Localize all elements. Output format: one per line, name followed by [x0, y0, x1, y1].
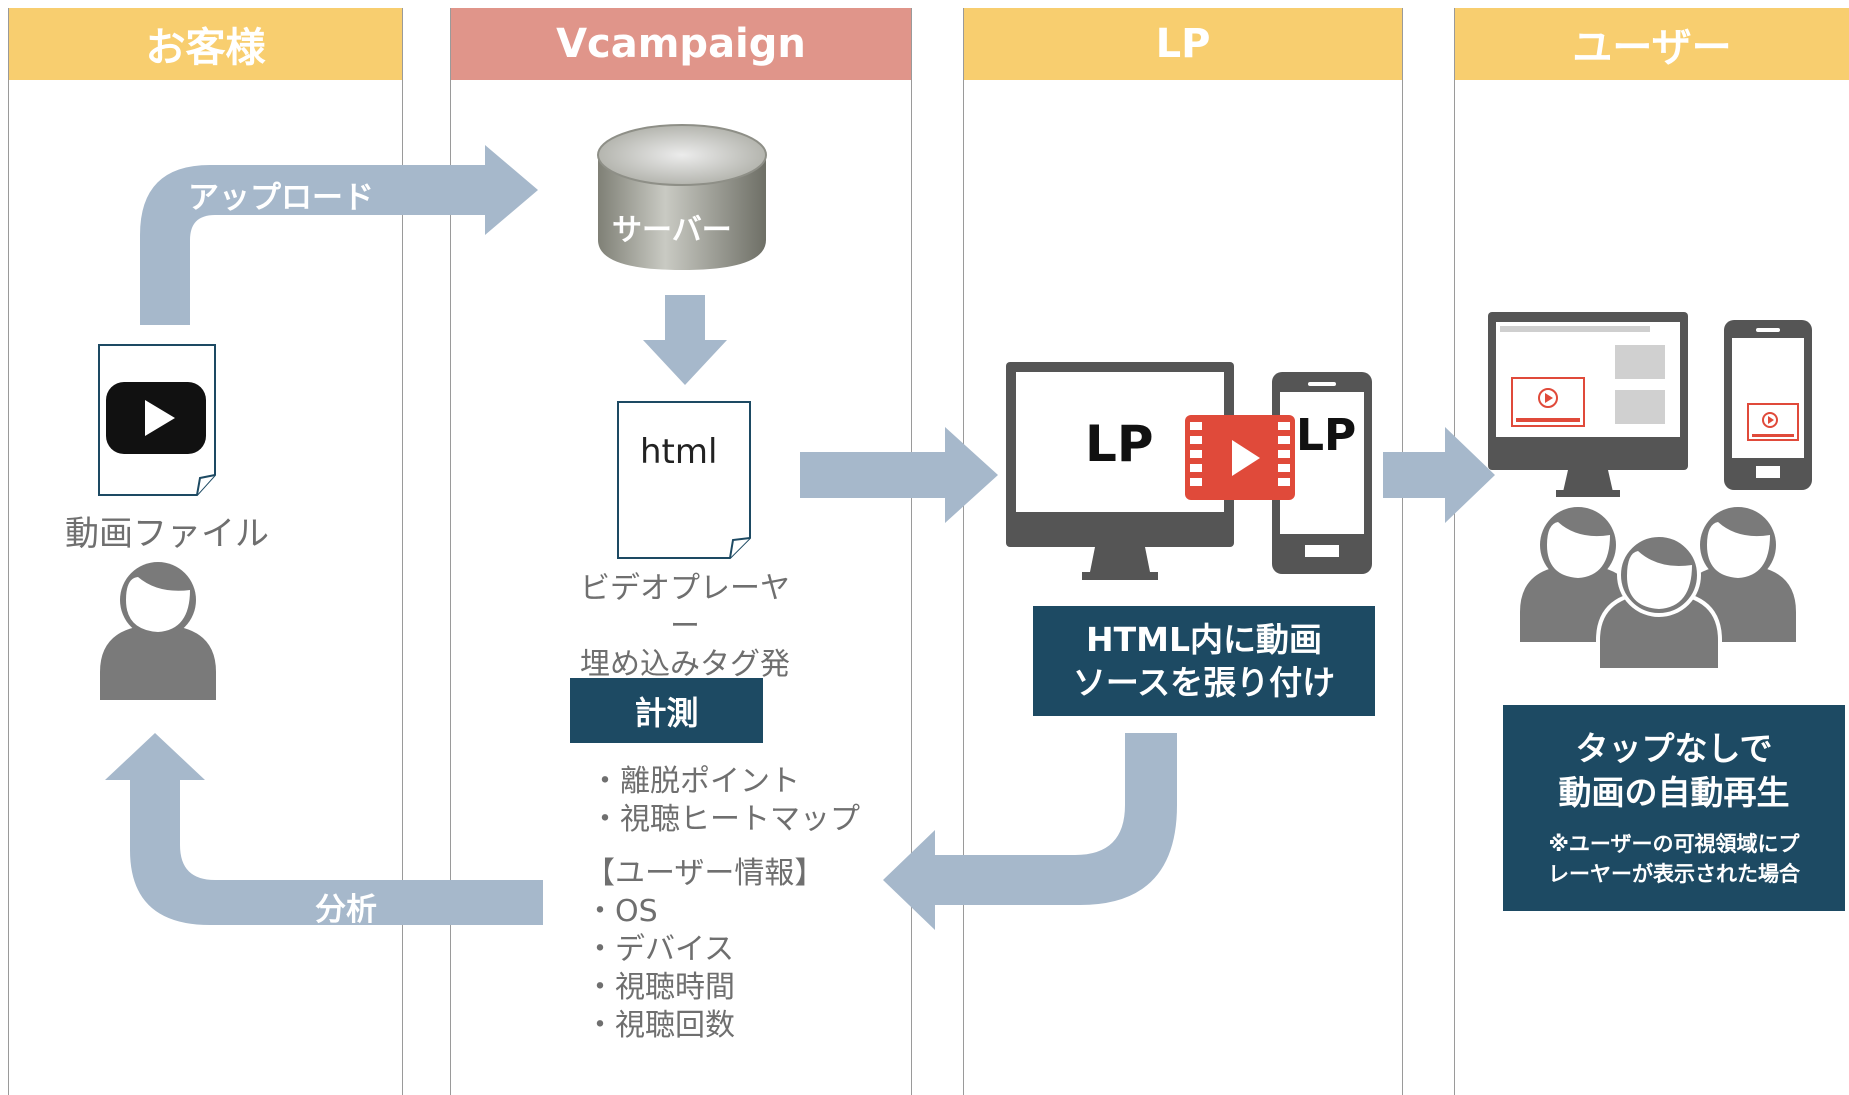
lp-to-user-arrow	[1383, 427, 1495, 523]
measure-item: ・視聴ヒートマップ	[590, 802, 860, 837]
measure-title-box: 計測	[570, 678, 763, 743]
lane-lp: LP	[963, 8, 1403, 1095]
lane-header-lp: LP	[964, 8, 1402, 80]
lane-customer: お客様	[8, 8, 403, 1095]
user-monitor-icon	[1488, 312, 1688, 497]
user-info-item: ・OS	[585, 894, 658, 929]
upload-label: アップロード	[188, 180, 374, 216]
lane-header-user: ユーザー	[1455, 8, 1849, 80]
autoplay-line2: 動画の自動再生	[1558, 773, 1790, 812]
user-info-item: ・視聴時間	[585, 970, 735, 1005]
analysis-label: 分析	[315, 892, 377, 928]
paste-source-box: HTML内に動画 ソースを張り付け	[1033, 606, 1375, 716]
measure-items: ・離脱ポイント ・視聴ヒートマップ	[590, 763, 860, 839]
video-file-icon	[98, 344, 216, 496]
tag-issue-text: ビデオプレーヤー 埋め込みタグ発行	[570, 570, 800, 722]
html-document-label: html	[640, 432, 718, 472]
html-to-lp-arrow	[800, 427, 998, 523]
lane-header-vcampaign: Vcampaign	[451, 8, 911, 80]
user-info-item: ・視聴回数	[585, 1008, 735, 1043]
video-film-icon	[1185, 415, 1295, 500]
measure-item: ・離脱ポイント	[590, 764, 800, 799]
autoplay-note-line1: ※ユーザーの可視領域にプ	[1548, 832, 1800, 856]
autoplay-line1: タップなしで	[1575, 729, 1773, 768]
user-phone-icon	[1724, 320, 1812, 490]
user-info-block: 【ユーザー情報】 ・OS ・デバイス ・視聴時間 ・視聴回数	[585, 855, 824, 1045]
lp-monitor-label: LP	[1085, 415, 1154, 473]
paste-source-line2: ソースを張り付け	[1072, 663, 1336, 702]
html-document-icon	[617, 401, 751, 559]
autoplay-box: タップなしで 動画の自動再生 ※ユーザーの可視領域にプ レーヤーが表示された場合	[1503, 705, 1845, 911]
server-icon	[597, 124, 767, 270]
users-group-icon	[1520, 507, 1796, 672]
lane-header-customer: お客様	[9, 8, 402, 80]
lp-to-measure-arrow	[883, 733, 1177, 930]
video-file-label: 動画ファイル	[65, 514, 269, 554]
lane-user: ユーザー	[1454, 8, 1849, 1095]
server-label: サーバー	[612, 213, 732, 248]
autoplay-note-line2: レーヤーが表示された場合	[1548, 862, 1800, 886]
user-info-item: ・デバイス	[585, 932, 735, 967]
measure-title: 計測	[634, 693, 699, 732]
paste-source-line1: HTML内に動画	[1086, 620, 1322, 659]
tag-issue-line1: ビデオプレーヤー	[580, 571, 790, 644]
customer-person-icon	[100, 562, 216, 700]
upload-arrow	[140, 145, 538, 325]
lane-vcampaign: Vcampaign	[450, 8, 912, 1095]
lp-phone-label: LP	[1296, 410, 1357, 461]
server-down-arrow	[643, 295, 727, 385]
user-info-title: 【ユーザー情報】	[585, 856, 825, 891]
analysis-arrow	[105, 733, 543, 925]
